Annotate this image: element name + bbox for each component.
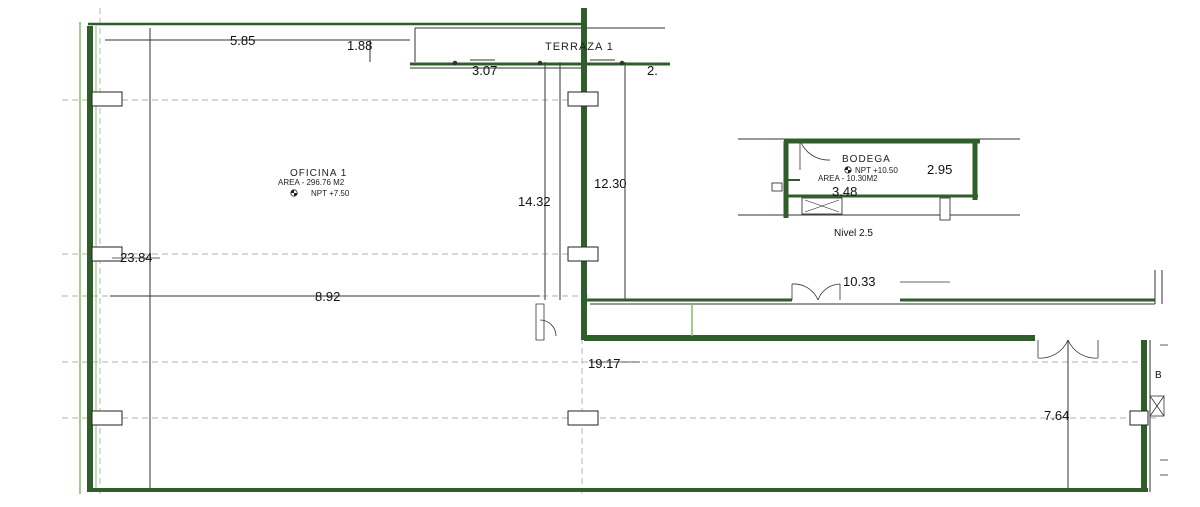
column-icon bbox=[91, 91, 123, 107]
door-swing-icon bbox=[535, 303, 557, 341]
dimension-label: 8.92 bbox=[315, 289, 340, 304]
column-icon bbox=[91, 410, 123, 426]
dimension-label: 5.85 bbox=[230, 33, 255, 48]
room-npt-oficina: NPT +7.50 bbox=[311, 189, 350, 198]
dimension-label: 2. bbox=[647, 63, 658, 78]
dimension-label: 19.17 bbox=[588, 356, 621, 371]
dimension-label: 7.64 bbox=[1044, 408, 1069, 423]
stair-line bbox=[804, 199, 840, 213]
dimension-label: 2.95 bbox=[927, 162, 952, 177]
dimension-label: 10.33 bbox=[843, 274, 876, 289]
stair-line bbox=[1149, 395, 1165, 417]
stair-icon bbox=[1149, 344, 1168, 476]
column-icon bbox=[91, 246, 123, 262]
room-name-edge: B bbox=[1155, 370, 1162, 381]
dimension-label: 12.30 bbox=[594, 176, 627, 191]
room-area-oficina: AREA - 296.76 M2 bbox=[278, 178, 345, 187]
dimension-label: 23.84 bbox=[120, 250, 153, 265]
dimension-label: 1.88 bbox=[347, 38, 372, 53]
railing-post bbox=[452, 60, 458, 66]
doors bbox=[535, 139, 1099, 359]
dimension-label: 3.07 bbox=[472, 63, 497, 78]
interior-lines bbox=[105, 27, 1163, 492]
room-name-terraza: TERRAZA 1 bbox=[545, 41, 614, 53]
railing-post bbox=[619, 60, 625, 66]
room-name-oficina: OFICINA 1 bbox=[290, 168, 347, 179]
door-swing-icon bbox=[791, 283, 841, 301]
room-npt-bodega: NPT +10.50 bbox=[855, 166, 898, 175]
bodega-plan bbox=[738, 138, 1020, 221]
column-icon bbox=[567, 410, 599, 426]
walls bbox=[79, 8, 1155, 494]
column-icon bbox=[771, 182, 783, 192]
room-name-bodega: BODEGA bbox=[842, 154, 891, 165]
door-swing-icon bbox=[799, 139, 831, 170]
room-area-bodega: AREA - 10.30M2 bbox=[818, 174, 878, 183]
railing-post bbox=[537, 60, 543, 66]
columns bbox=[91, 91, 1149, 426]
dimension-label: 3.48 bbox=[832, 184, 857, 199]
column-icon bbox=[939, 197, 951, 221]
dimension-lines bbox=[112, 257, 950, 363]
railing bbox=[452, 59, 625, 66]
dimension-label: 14.32 bbox=[518, 194, 551, 209]
level-marker-icon bbox=[290, 189, 298, 197]
stair-box bbox=[1149, 395, 1165, 417]
door-swing-icon bbox=[1037, 339, 1099, 359]
grid-axes bbox=[62, 8, 1160, 495]
column-icon bbox=[1129, 410, 1149, 426]
column-icon bbox=[567, 246, 599, 262]
column-icon bbox=[567, 91, 599, 107]
level-marker-icon bbox=[844, 166, 852, 174]
nivel-label: Nivel 2.5 bbox=[834, 228, 873, 239]
